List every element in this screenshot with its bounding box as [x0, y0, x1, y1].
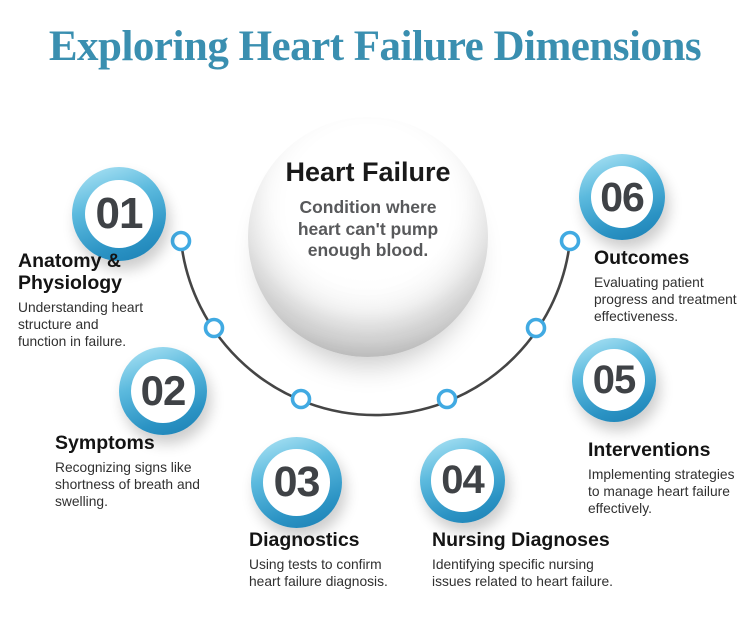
node-description-01: Understanding heart structure and functi…	[18, 300, 144, 349]
node-text-03: Diagnostics Using tests to confirm heart…	[249, 529, 449, 591]
node-title-03: Diagnostics	[249, 529, 360, 551]
node-title-02: Symptoms	[55, 432, 155, 454]
node-number-01: 01	[84, 179, 154, 249]
node-circle-04: 04	[420, 438, 505, 523]
node-number-06: 06	[590, 165, 654, 229]
node-number-03: 03	[263, 449, 330, 516]
connector-dot-05	[525, 317, 547, 339]
node-title-04: Nursing Diagnoses	[432, 529, 610, 551]
node-number-02: 02	[130, 358, 196, 424]
connector-dot-03	[290, 388, 312, 410]
node-number-05: 05	[583, 349, 645, 411]
node-description-04: Identifying specific nursing issues rela…	[432, 557, 613, 589]
node-title-01: Anatomy & Physiology	[18, 250, 123, 295]
node-title-06: Outcomes	[594, 247, 690, 269]
connector-dot-06	[559, 230, 581, 252]
connector-dot-04	[436, 388, 458, 410]
node-description-05: Implementing strategies to manage heart …	[588, 467, 735, 516]
node-title-05: Interventions	[588, 439, 711, 461]
node-text-05: Interventions Implementing strategies to…	[588, 439, 748, 518]
node-circle-01: 01	[72, 167, 166, 261]
page-title: Exploring Heart Failure Dimensions	[48, 23, 702, 70]
node-text-02: Symptoms Recognizing signs like shortnes…	[55, 432, 270, 511]
node-circle-02: 02	[119, 347, 207, 435]
connector-dot-01	[170, 230, 192, 252]
central-description: Condition where heart can't pump enough …	[297, 197, 439, 261]
node-circle-03: 03	[251, 437, 342, 528]
node-description-03: Using tests to confirm heart failure dia…	[249, 557, 388, 589]
node-number-04: 04	[431, 449, 494, 512]
node-description-06: Evaluating patient progress and treatmen…	[594, 275, 737, 324]
node-description-02: Recognizing signs like shortness of brea…	[55, 460, 200, 509]
node-text-04: Nursing Diagnoses Identifying specific n…	[432, 529, 677, 591]
node-circle-05: 05	[572, 338, 656, 422]
node-text-06: Outcomes Evaluating patient progress and…	[594, 247, 749, 326]
node-circle-06: 06	[579, 154, 665, 240]
central-heading: Heart Failure	[285, 157, 451, 187]
node-text-01: Anatomy & Physiology Understanding heart…	[18, 250, 218, 351]
central-circle: Heart Failure Condition where heart can'…	[248, 117, 488, 357]
